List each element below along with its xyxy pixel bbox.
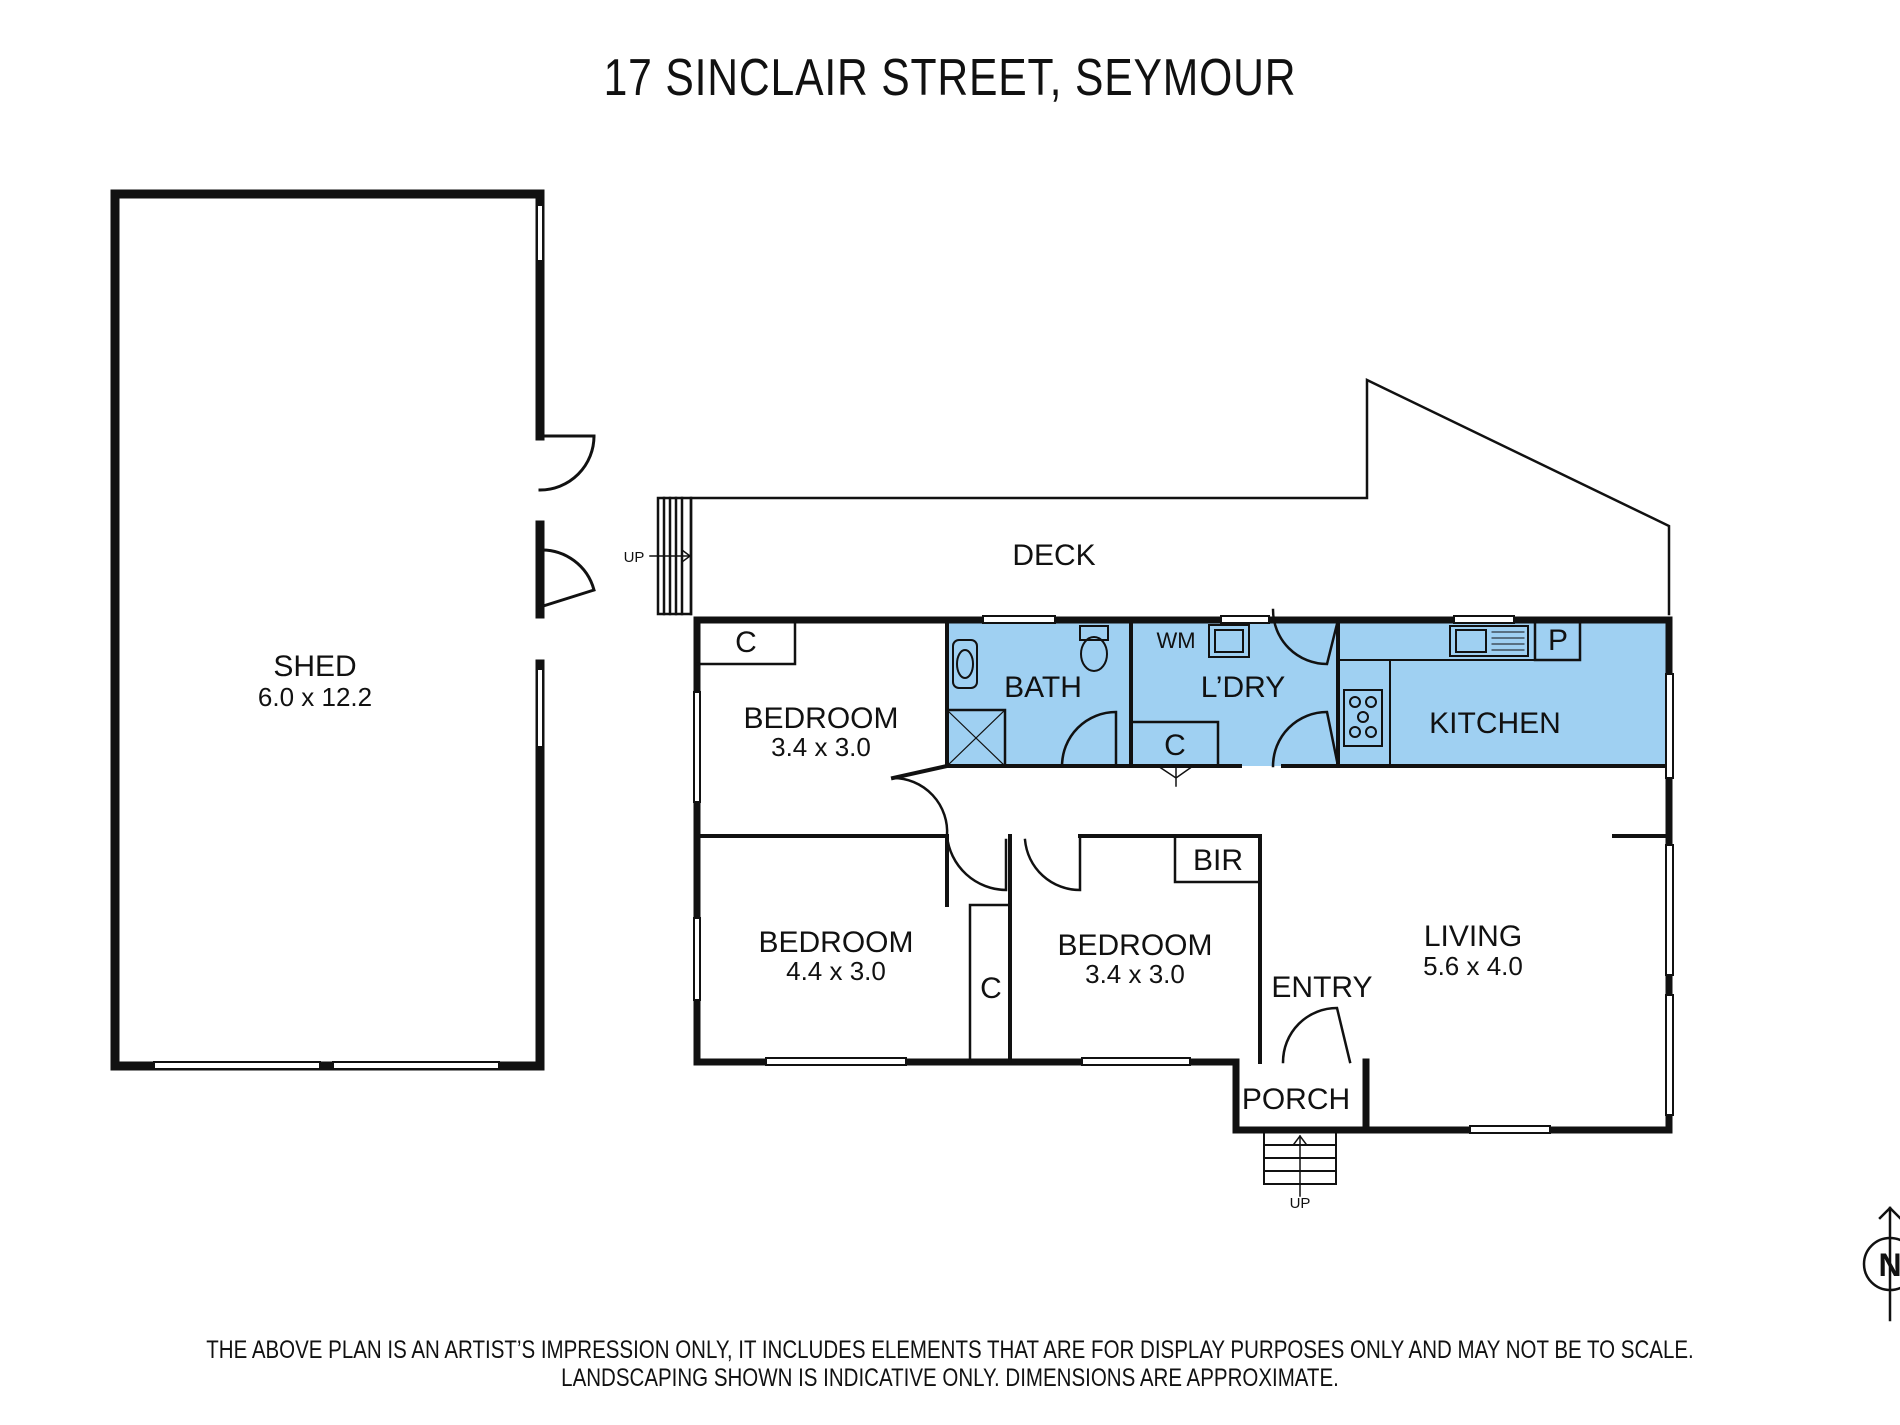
laundry-fixtures xyxy=(1208,624,1250,658)
disclaimer-line-1: THE ABOVE PLAN IS AN ARTIST’S IMPRESSION… xyxy=(206,1336,1694,1364)
bedroom3-label: BEDROOM xyxy=(1057,929,1212,962)
bath-label: BATH xyxy=(1004,671,1082,704)
bedroom3-dims: 3.4 x 3.0 xyxy=(1085,959,1185,989)
pantry-label: P xyxy=(1548,624,1568,657)
door-swings xyxy=(891,608,1352,1064)
deck-outline xyxy=(649,378,1671,616)
kitchen-label: KITCHEN xyxy=(1429,707,1561,740)
shed-door-top xyxy=(538,434,596,492)
closet-label-2: C xyxy=(980,972,1002,1005)
shed-door-bottom xyxy=(538,548,596,609)
bedroom1-dims: 3.4 x 3.0 xyxy=(771,732,871,762)
disclaimer: THE ABOVE PLAN IS AN ARTIST’S IMPRESSION… xyxy=(171,1336,1729,1392)
bedroom2-dims: 4.4 x 3.0 xyxy=(786,956,886,986)
bir-label: BIR xyxy=(1193,844,1243,877)
porch-steps xyxy=(1263,1131,1337,1197)
plan-title: 17 SINCLAIR STREET, SEYMOUR xyxy=(603,49,1297,107)
shed-label: SHED xyxy=(273,650,356,683)
entry-label: ENTRY xyxy=(1271,971,1372,1004)
closet-label-1: C xyxy=(735,626,757,659)
disclaimer-line-2: LANDSCAPING SHOWN IS INDICATIVE ONLY. DI… xyxy=(561,1364,1339,1392)
deck-label: DECK xyxy=(1012,539,1095,572)
living-label: LIVING xyxy=(1424,920,1522,953)
kitchen-fixtures xyxy=(1343,625,1529,747)
porch-up-label: UP xyxy=(1290,1195,1311,1212)
wm-label: WM xyxy=(1156,628,1195,653)
house-windows xyxy=(693,615,1674,1134)
shed-dims: 6.0 x 12.2 xyxy=(258,682,372,712)
deck-up-label: UP xyxy=(624,549,645,566)
bedroom1-label: BEDROOM xyxy=(743,702,898,735)
bath-fixtures xyxy=(952,625,1109,689)
closet-label-3: C xyxy=(1164,729,1186,762)
bedroom2-label: BEDROOM xyxy=(758,926,913,959)
laundry-label: L’DRY xyxy=(1201,671,1286,704)
living-dims: 5.6 x 4.0 xyxy=(1423,951,1523,981)
compass-north-label: N xyxy=(1878,1247,1900,1283)
interior-walls xyxy=(695,618,1671,1064)
compass-north-icon xyxy=(1862,1206,1900,1322)
porch-label: PORCH xyxy=(1242,1083,1350,1116)
shed-outline xyxy=(110,189,596,1071)
